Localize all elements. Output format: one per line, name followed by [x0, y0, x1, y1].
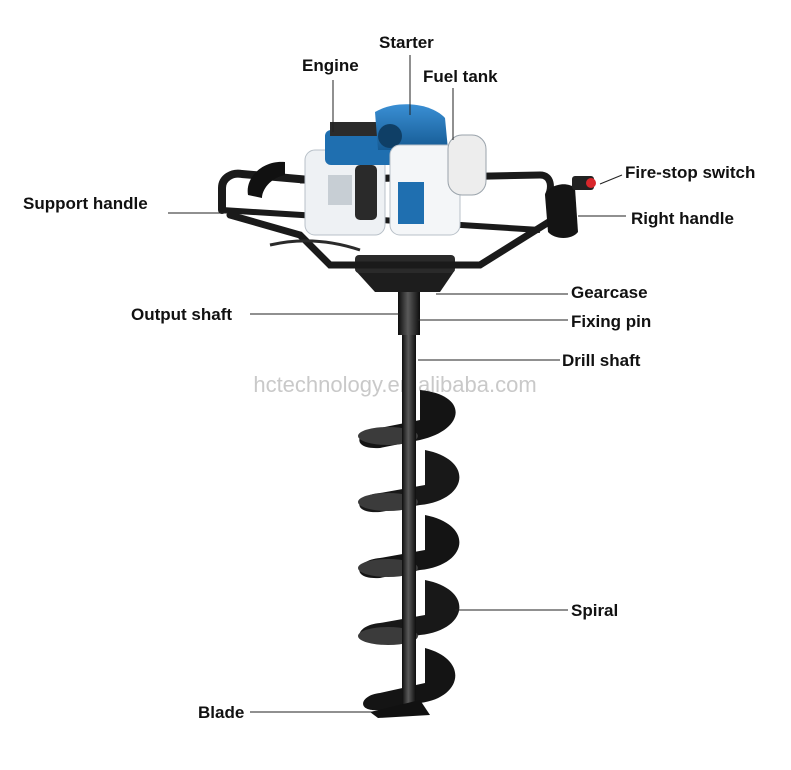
blade [370, 700, 430, 718]
label-fire-stop-switch: Fire-stop switch [625, 163, 755, 182]
drill-shaft [402, 330, 416, 715]
label-blade: Blade [198, 703, 244, 722]
output-shaft [398, 290, 420, 335]
leader-lines [168, 55, 626, 713]
engine-assembly [304, 104, 487, 236]
label-output-shaft: Output shaft [131, 305, 232, 324]
support-handle-grip [247, 161, 285, 198]
label-support-handle: Support handle [23, 194, 148, 213]
label-engine: Engine [302, 56, 359, 75]
label-gearcase: Gearcase [571, 283, 648, 302]
watermark: hctechnology.en.alibaba.com [253, 372, 536, 397]
label-fuel-tank: Fuel tank [423, 67, 498, 86]
right-handle [545, 176, 596, 238]
gearcase [355, 270, 455, 292]
fire-stop-switch [586, 178, 596, 188]
label-starter: Starter [379, 33, 434, 52]
label-fixing-pin: Fixing pin [571, 312, 651, 331]
label-spiral: Spiral [571, 601, 618, 620]
label-right-handle: Right handle [631, 209, 734, 228]
handle-frame [218, 169, 564, 269]
fuel-tank [447, 134, 487, 196]
label-drill-shaft: Drill shaft [562, 351, 641, 370]
